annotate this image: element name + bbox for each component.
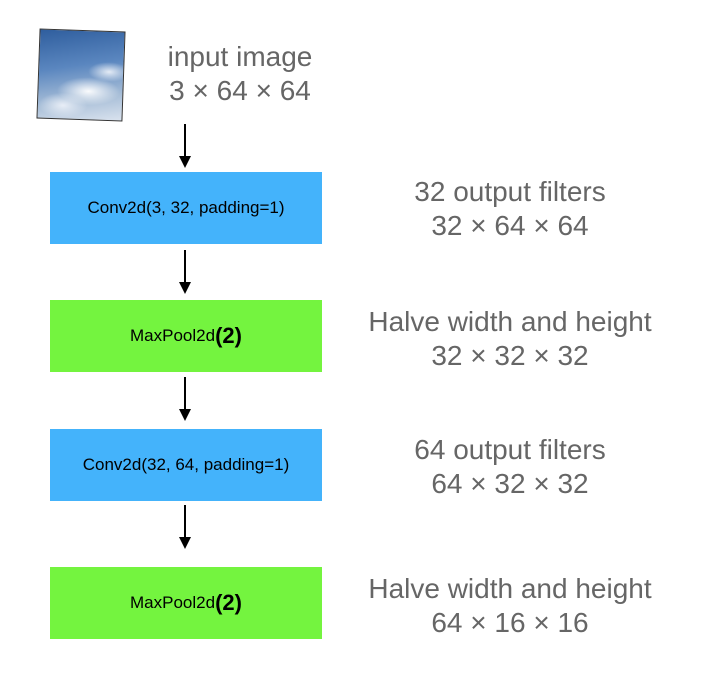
arrow-down-icon: [179, 505, 191, 549]
layer-name: Conv2d(32, 64, padding=1): [82, 455, 290, 474]
maxpool2d-layer-1: MaxPool2d(2): [50, 300, 322, 372]
conv2d-layer-1: Conv2d(3, 32, padding=1): [50, 172, 322, 244]
layer-note: Halve width and height: [368, 573, 652, 604]
layer-name-suffix: (2): [215, 590, 242, 615]
layer-dims: 64 × 16 × 16: [431, 607, 589, 638]
layer-note: 64 output filters: [414, 434, 606, 465]
maxpool2d-layer-2: MaxPool2d(2): [50, 567, 322, 639]
layer-1-description: 32 output filters 32 × 64 × 64: [360, 175, 660, 243]
input-label: input image 3 × 64 × 64: [150, 40, 330, 108]
layer-name: MaxPool2d: [130, 593, 216, 612]
input-image-thumbnail: [36, 28, 126, 122]
layer-3-description: 64 output filters 64 × 32 × 32: [360, 433, 660, 501]
layer-name-suffix: (2): [215, 323, 242, 348]
arrow-down-icon: [179, 250, 191, 294]
layer-note: Halve width and height: [368, 306, 652, 337]
arrow-down-icon: [179, 124, 191, 168]
layer-2-description: Halve width and height 32 × 32 × 32: [340, 305, 680, 373]
layer-dims: 32 × 32 × 32: [431, 340, 589, 371]
conv2d-layer-2: Conv2d(32, 64, padding=1): [50, 429, 322, 501]
input-dims: 3 × 64 × 64: [169, 75, 311, 106]
input-title: input image: [167, 41, 313, 72]
layer-dims: 32 × 64 × 64: [431, 210, 589, 241]
layer-name: MaxPool2d: [130, 326, 216, 345]
arrow-down-icon: [179, 377, 191, 421]
layer-name: Conv2d(3, 32, padding=1): [87, 198, 285, 217]
layer-4-description: Halve width and height 64 × 16 × 16: [340, 572, 680, 640]
layer-note: 32 output filters: [414, 176, 606, 207]
layer-dims: 64 × 32 × 32: [431, 468, 589, 499]
